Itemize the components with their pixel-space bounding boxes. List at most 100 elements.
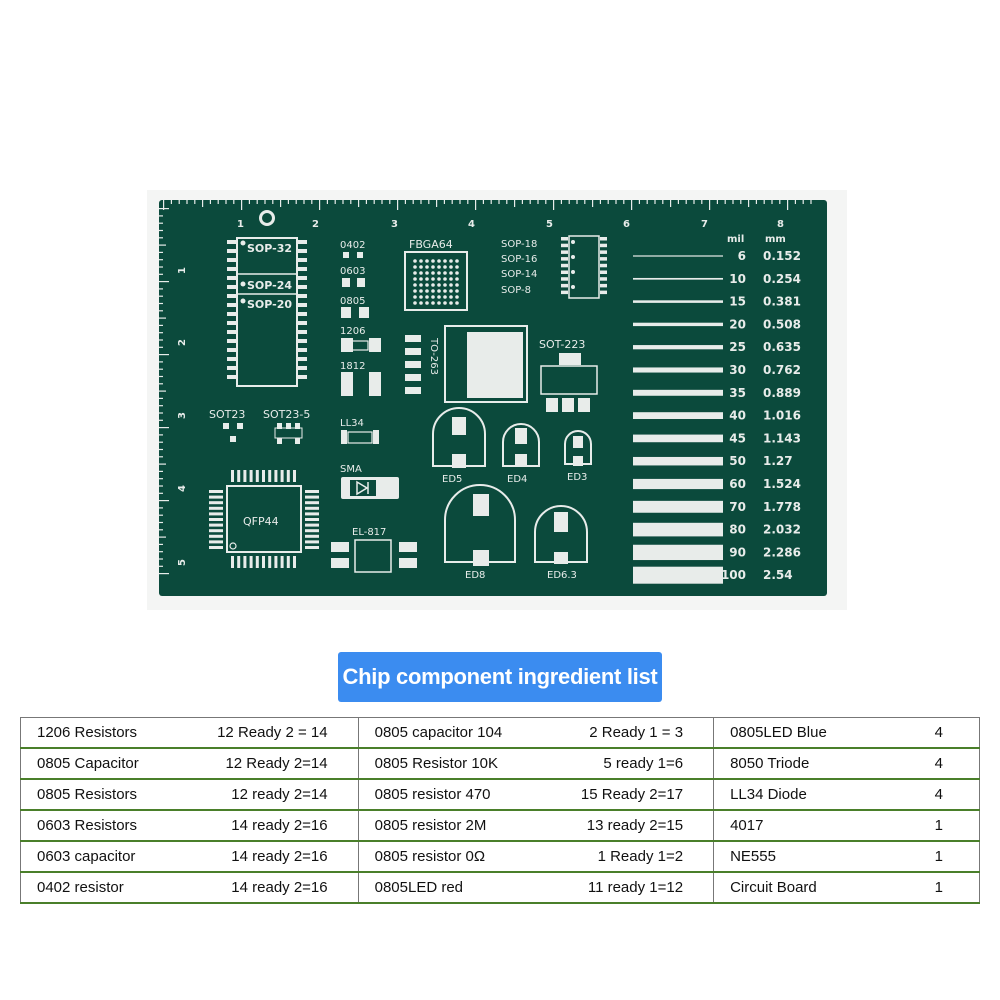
ruler-tick bbox=[498, 200, 500, 204]
ruler-tick bbox=[623, 200, 625, 204]
ruler-tick bbox=[159, 529, 163, 531]
ruler-left-label: 5 bbox=[177, 559, 188, 566]
component-name: 0603 capacitor bbox=[37, 848, 136, 865]
ruler-tick bbox=[685, 200, 687, 204]
sop24-label: SOP-24 bbox=[247, 279, 292, 292]
ruler-tick bbox=[787, 200, 789, 210]
component-name: 0805 resistor 0Ω bbox=[374, 848, 486, 865]
component-quantity: 11 ready 1=12 bbox=[587, 879, 684, 896]
ruler-tick bbox=[584, 200, 586, 204]
ruler-tick bbox=[638, 200, 640, 204]
ruler-tick bbox=[202, 200, 204, 207]
ruler-top-label: 2 bbox=[312, 219, 319, 230]
ruler-tick bbox=[404, 200, 406, 204]
mil-value: 80 bbox=[729, 523, 746, 537]
ruler-tick bbox=[459, 200, 461, 204]
component-name: 1206 Resistors bbox=[37, 724, 138, 741]
mil-value: 30 bbox=[729, 363, 746, 377]
ruler-tick bbox=[755, 200, 757, 204]
component-name: LL34 Diode bbox=[730, 786, 807, 803]
ruler-tick bbox=[631, 200, 633, 210]
component-name: Circuit Board bbox=[730, 879, 817, 896]
ruler-tick bbox=[159, 324, 163, 326]
ruler-tick bbox=[159, 514, 163, 516]
ruler-tick bbox=[482, 200, 484, 204]
ruler-top-label: 6 bbox=[623, 219, 630, 230]
bom-row: 0805 Resistors 12 ready 2=14 0805 resistor… bbox=[20, 778, 980, 811]
ruler-tick bbox=[159, 251, 163, 253]
ed3-label: ED3 bbox=[567, 472, 587, 483]
c0402-label: 0402 bbox=[340, 240, 365, 251]
ruler-top-label: 5 bbox=[546, 219, 553, 230]
trace-width-bar bbox=[633, 300, 723, 303]
ed5-label: ED5 bbox=[442, 474, 462, 485]
ruler-left-label: 1 bbox=[177, 267, 188, 274]
ed8-label: ED8 bbox=[465, 570, 485, 581]
ed-footprints bbox=[432, 407, 592, 563]
ruler-tick bbox=[159, 441, 163, 443]
ruler-tick bbox=[350, 200, 352, 204]
ruler-tick bbox=[436, 200, 438, 207]
top-ruler bbox=[163, 200, 812, 210]
ruler-tick bbox=[701, 200, 703, 204]
ruler-tick bbox=[163, 200, 165, 210]
qfp44-footprint bbox=[209, 470, 319, 568]
ruler-tick bbox=[319, 200, 321, 210]
ruler-tick bbox=[303, 200, 305, 204]
ruler-tick bbox=[159, 310, 163, 312]
sma-label: SMA bbox=[340, 464, 362, 475]
ruler-tick bbox=[159, 354, 169, 356]
component-quantity: 12 ready 2=14 bbox=[231, 786, 328, 803]
component-name: 0805 Capacitor bbox=[37, 755, 139, 772]
mil-value: 15 bbox=[729, 295, 746, 309]
ruler-tick bbox=[295, 200, 297, 204]
ruler-top-label: 4 bbox=[468, 219, 475, 230]
ruler-tick bbox=[467, 200, 469, 204]
mm-value: 0.254 bbox=[763, 272, 801, 286]
ruler-tick bbox=[264, 200, 266, 204]
ruler-tick bbox=[159, 295, 163, 297]
ruler-tick bbox=[159, 208, 169, 210]
component-quantity: 12 Ready 2 = 14 bbox=[217, 724, 328, 741]
sot23-footprints bbox=[223, 423, 300, 444]
ruler-tick bbox=[560, 200, 562, 204]
mil-value: 90 bbox=[729, 545, 746, 559]
fbga64-footprint bbox=[404, 251, 468, 311]
mm-value: 1.016 bbox=[763, 409, 801, 423]
c0603-label: 0603 bbox=[340, 266, 365, 277]
el817-label: EL-817 bbox=[352, 527, 386, 538]
ruler-tick bbox=[159, 361, 163, 363]
mil-value: 45 bbox=[729, 431, 746, 445]
ruler-left-label: 2 bbox=[177, 339, 188, 346]
ruler-tick bbox=[256, 200, 258, 204]
ruler-tick bbox=[159, 543, 163, 545]
ruler-tick bbox=[159, 339, 163, 341]
mm-value: 2.54 bbox=[763, 568, 793, 582]
component-name: 0805 Resistors bbox=[37, 786, 138, 803]
ruler-tick bbox=[159, 412, 163, 414]
ruler-tick bbox=[537, 200, 539, 204]
ruler-tick bbox=[287, 200, 289, 204]
mm-value: 2.032 bbox=[763, 523, 801, 537]
component-name: 0402 resistor bbox=[37, 879, 124, 896]
ruler-tick bbox=[607, 200, 609, 204]
ruler-tick bbox=[159, 448, 163, 451]
to263-footprint bbox=[405, 325, 528, 403]
ruler-tick bbox=[724, 200, 726, 204]
ed4-label: ED4 bbox=[507, 474, 527, 485]
ruler-tick bbox=[381, 200, 383, 204]
trace-width-bar bbox=[633, 456, 723, 466]
ruler-tick bbox=[159, 229, 163, 232]
component-name: 0805 Resistor 10K bbox=[374, 755, 499, 772]
sop16-label: SOP-16 bbox=[501, 254, 537, 265]
component-name: 0805LED red bbox=[374, 879, 464, 896]
sop18-label: SOP-18 bbox=[501, 239, 537, 250]
